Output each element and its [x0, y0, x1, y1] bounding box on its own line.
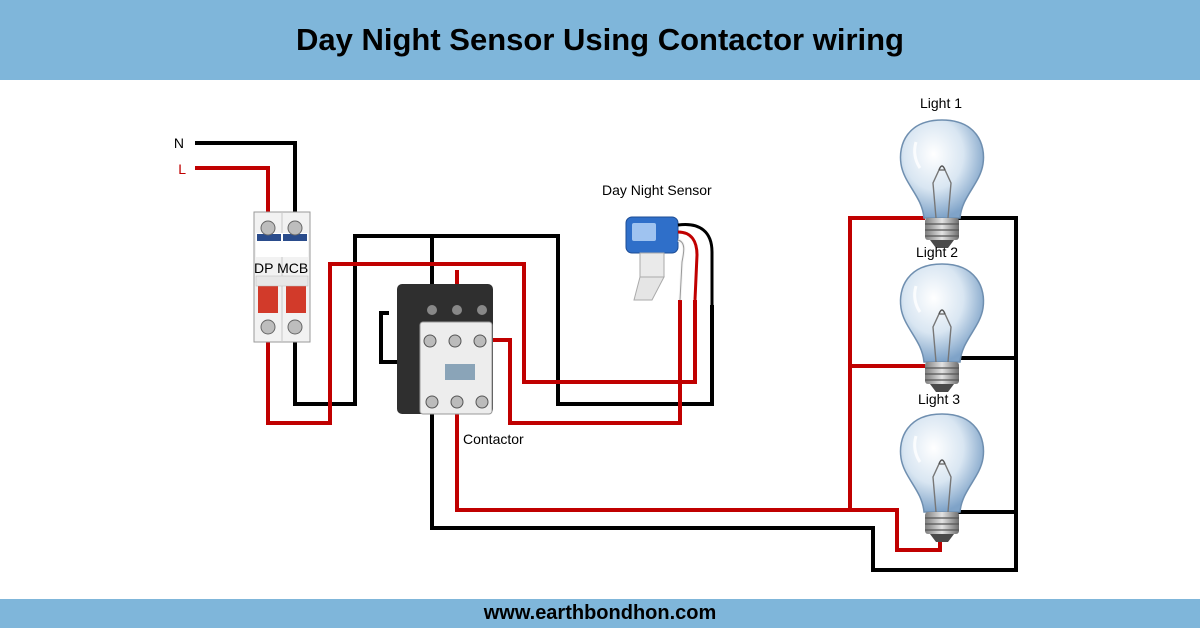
light2-label: Light 2	[916, 244, 958, 260]
light2-bulb-icon	[898, 262, 986, 394]
light1-label: Light 1	[920, 95, 962, 111]
live-label: L	[178, 161, 186, 177]
contactor-label: Contactor	[463, 431, 524, 447]
mcb-label: DP MCB	[254, 260, 308, 276]
day-night-sensor	[625, 216, 714, 305]
neutral-wires	[195, 141, 1018, 572]
light3-bulb-icon	[898, 412, 986, 544]
footer-url[interactable]: www.earthbondhon.com	[483, 602, 717, 624]
mcb-device	[253, 211, 311, 343]
light1-bulb-icon	[898, 118, 986, 250]
light3-label: Light 3	[918, 391, 960, 407]
page-title: Day Night Sensor Using Contactor wiring	[296, 22, 904, 57]
sensor-label: Day Night Sensor	[602, 182, 712, 198]
live-wires	[195, 166, 942, 552]
neutral-label: N	[174, 135, 184, 151]
contactor-device	[397, 284, 493, 415]
footer-banner: www.earthbondhon.com	[0, 599, 1200, 628]
title-banner: Day Night Sensor Using Contactor wiring	[0, 0, 1200, 80]
